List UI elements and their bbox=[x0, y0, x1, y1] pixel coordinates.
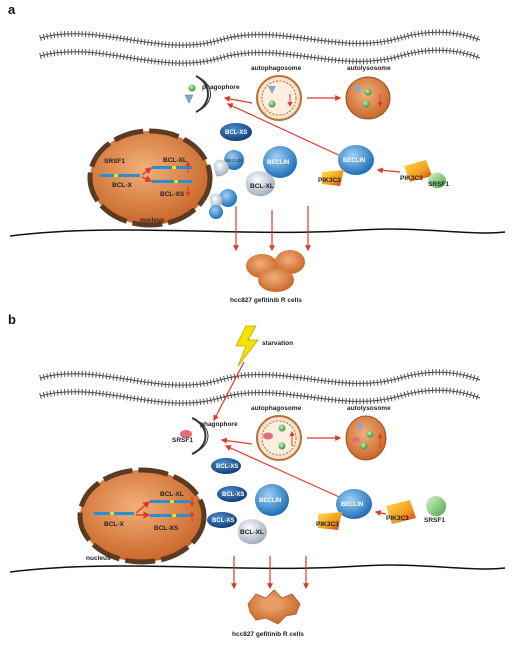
starvation-label: starvation bbox=[262, 340, 293, 347]
bcl-xs-protein-label-b2: BCL-XS bbox=[222, 492, 244, 498]
cell-membrane-a bbox=[39, 29, 482, 67]
srsf1-phago-label-b: SRSF1 bbox=[172, 437, 193, 444]
cell-membrane-b bbox=[39, 369, 482, 407]
nucleus-b: nucleus BCL-X BCL-XL BCL-XS bbox=[77, 467, 207, 565]
beclin-complex-label-b: BECLIN bbox=[341, 502, 363, 508]
arrow-pik3c3-to-beclin-b bbox=[374, 509, 387, 516]
phagophore-label-b: phagophore bbox=[200, 421, 238, 428]
autolysosome-label-b: autolysosome bbox=[347, 405, 391, 412]
nucleus-label-a: nucleus bbox=[140, 217, 165, 224]
autophagosome-label-a: autophagosome bbox=[251, 65, 302, 72]
panel-a: a phagophore autophagosome autolysoso bbox=[8, 2, 506, 304]
bcl-x-label-a: BCL-X bbox=[112, 182, 133, 189]
autolysosome-a: autolysosome bbox=[345, 65, 391, 120]
starvation-bolt: starvation bbox=[235, 325, 293, 367]
beclin-pik3c3-complex-b: BECLIN PIK3C3 bbox=[316, 489, 372, 530]
cells-b: hcc827 gefitinib R cells bbox=[232, 589, 304, 638]
beclin-bclxl-b: BECLIN BCL-XL bbox=[238, 484, 289, 545]
arrow-starvation-to-phagophore bbox=[213, 361, 245, 422]
arrow-pik3c3-to-beclin-a bbox=[376, 167, 401, 174]
beclin-complex-label-a: BECLIN bbox=[343, 158, 365, 164]
bcl-xs-label-a: BCL-XS bbox=[160, 191, 185, 198]
autolysosome-label-a: autolysosome bbox=[347, 65, 391, 72]
phagophore-b: SRSF1 phagophore bbox=[172, 417, 238, 455]
panel-b: b starvation SRSF1 phagophore autophagos… bbox=[8, 312, 506, 638]
autophagosome-label-b: autophagosome bbox=[251, 405, 302, 412]
bcl-xl-label-b: BCL-XL bbox=[160, 491, 184, 498]
panel-a-label: a bbox=[8, 2, 16, 17]
srsf1-nuclear-label-a: SRSF1 bbox=[104, 158, 125, 165]
phagophore-a: phagophore bbox=[184, 75, 240, 113]
beclin-bclxl-complex-a: BECLIN BCL-XL bbox=[246, 146, 297, 197]
bcl-xs-protein-a: BCL-XS bbox=[220, 123, 252, 141]
nucleus-label-b: nucleus bbox=[86, 555, 111, 562]
beclin-small-label-a: BECLIN bbox=[226, 158, 242, 163]
srsf1-free-label-b: SRSF1 bbox=[424, 517, 445, 524]
autophagosome-b: autophagosome bbox=[251, 405, 302, 461]
bcl-xs-label-b: BCL-XS bbox=[154, 525, 179, 532]
srsf1-free-label-a: SRSF1 bbox=[428, 181, 449, 188]
pik3c3-srsf1-b: PIK3C3 SRSF1 bbox=[386, 495, 447, 524]
pik3c3-free-label-a: PIK3C3 bbox=[400, 175, 423, 182]
cells-label-a: hcc827 gefitinib R cells bbox=[230, 297, 302, 304]
bcl-xs-protein-label-b3: BCL-XS bbox=[212, 518, 234, 524]
arrow-beclin-to-phagophore-a bbox=[226, 103, 346, 159]
autophagosome-a: autophagosome bbox=[251, 65, 302, 121]
membrane-line-a bbox=[9, 228, 506, 237]
membrane-line-b bbox=[9, 564, 506, 573]
bcl-x-label-b: BCL-X bbox=[104, 521, 125, 528]
arrow-to-phagophore-a bbox=[223, 95, 253, 104]
pik3c3-srsf1-a: PIK3C3 SRSF1 bbox=[400, 160, 449, 189]
phagophore-label-a: phagophore bbox=[202, 84, 240, 91]
beclin-pik3c3-complex-a: BECLIN PIK3C3 bbox=[318, 145, 374, 186]
bcl-xs-proteins-b: BCL-XS BCL-XS BCL-XS bbox=[207, 458, 247, 528]
cells-a: hcc827 gefitinib R cells bbox=[230, 250, 305, 304]
bcl-xl-label-a: BCL-XL bbox=[163, 157, 187, 164]
nucleus-a: nucleus SRSF1 BCL-X BCL-XL BCL-XS bbox=[87, 128, 213, 228]
arrow-to-phagophore-b bbox=[220, 437, 253, 445]
bcl-xs-protein-label-a: BCL-XS bbox=[225, 130, 247, 136]
beclin-main-label-b: BECLIN bbox=[259, 498, 281, 504]
bcl-xl-protein-label-b: BCL-XL bbox=[240, 529, 264, 536]
pik3c3-bound-label-b: PIK3C3 bbox=[316, 521, 339, 528]
cells-label-b: hcc827 gefitinib R cells bbox=[232, 631, 304, 638]
pik3c3-bound-label-a: PIK3C3 bbox=[318, 177, 341, 184]
beclin-main-label-a: BECLIN bbox=[267, 160, 289, 166]
panel-b-label: b bbox=[8, 312, 16, 327]
beclin-complex-small-a: BECLIN bbox=[209, 150, 244, 219]
pik3c3-free-label-b: PIK3C3 bbox=[386, 515, 409, 522]
arrow-beclin-to-phagophore-b bbox=[224, 445, 347, 501]
bcl-xl-protein-label-a: BCL-XL bbox=[250, 183, 274, 190]
bcl-xs-protein-label-b1: BCL-XS bbox=[216, 464, 238, 470]
autolysosome-b: autolysosome bbox=[345, 405, 391, 461]
